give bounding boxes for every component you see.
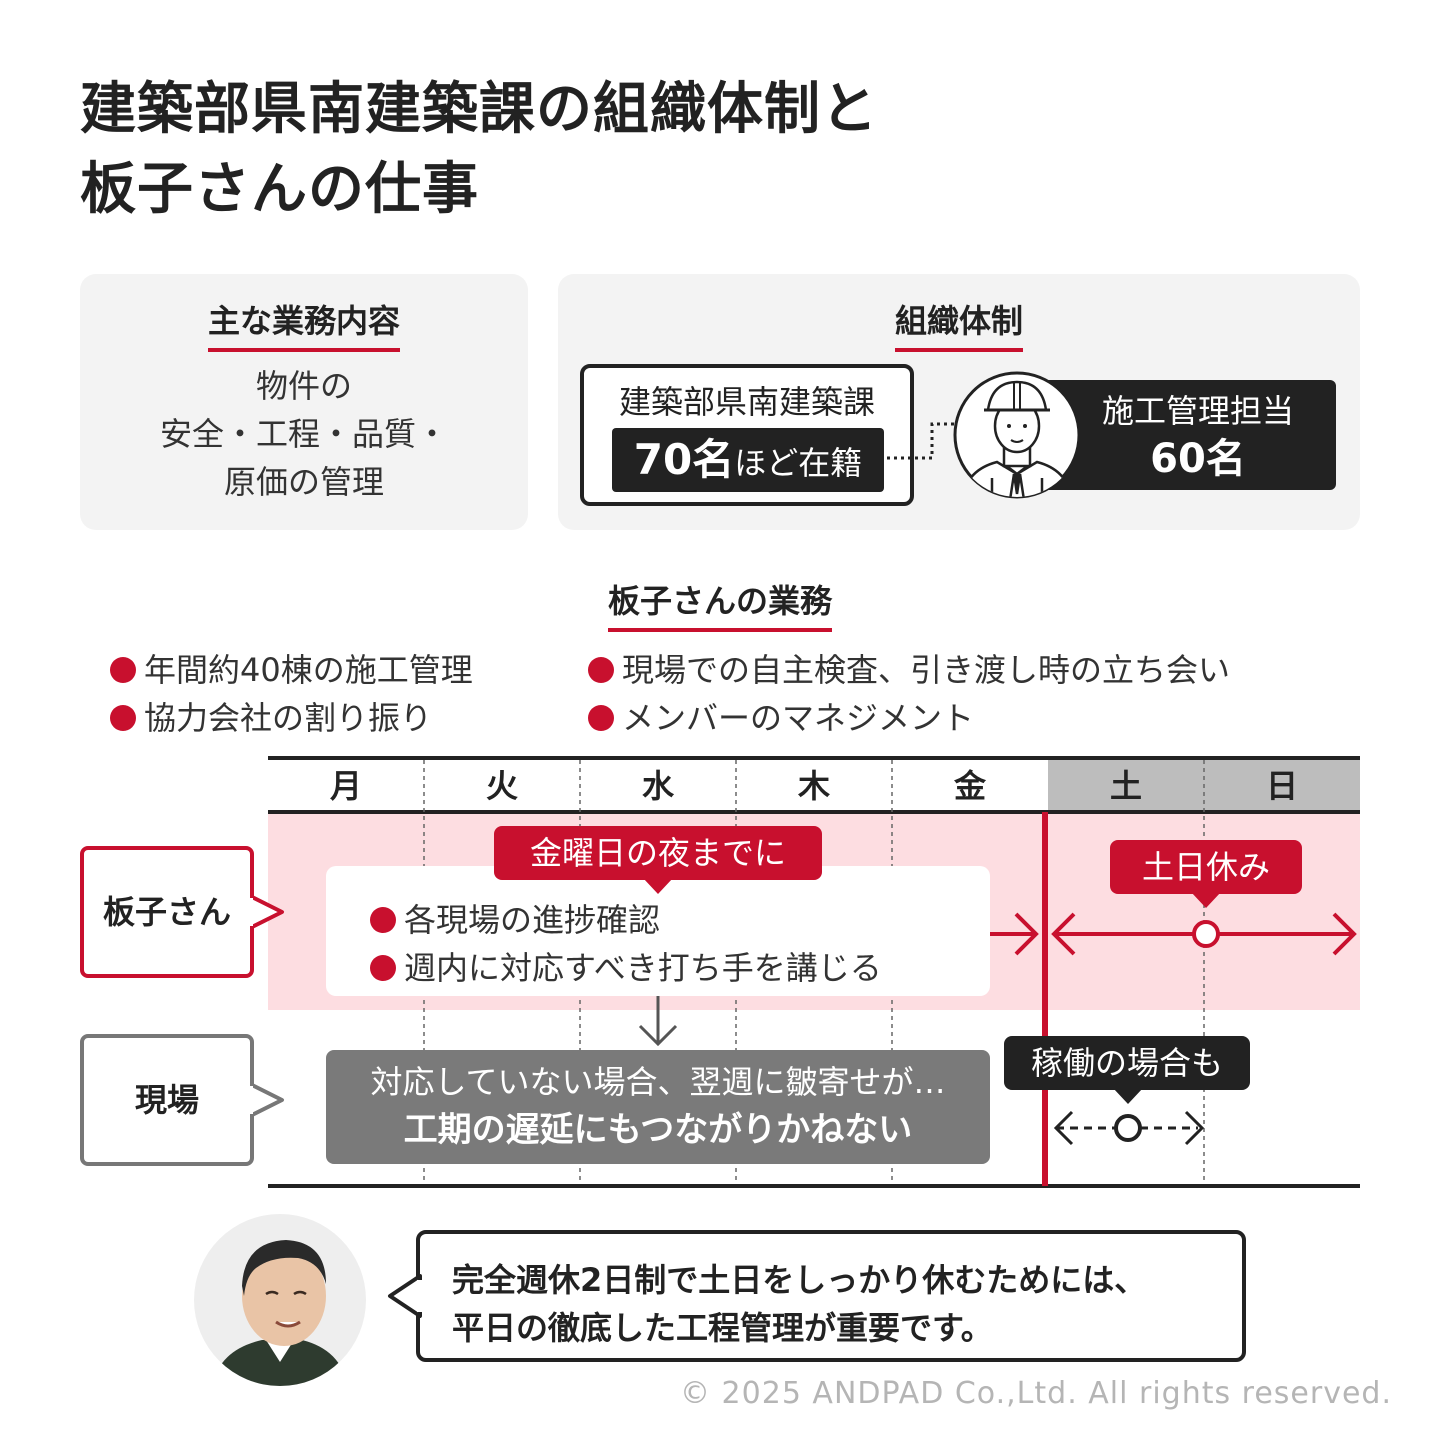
quote-line-2: 平日の徹底した工程管理が重要です。 <box>452 1309 993 1347</box>
quote-bubble-pointer <box>388 1274 423 1318</box>
row-label-site: 現場 <box>80 1034 254 1166</box>
deadline-tag-pointer <box>643 878 673 894</box>
row-label-itako: 板子さん <box>80 846 254 978</box>
copyright-text: © 2025 ANDPAD Co.,Ltd. All rights reserv… <box>680 1376 1392 1411</box>
duties-line-1: 物件の <box>255 367 352 405</box>
page-title: 建築部県南建築課の組織体制と 板子さんの仕事 <box>80 70 878 230</box>
row-label-site-text: 現場 <box>134 1081 199 1119</box>
task-text: 協力会社の割り振り <box>144 699 433 737</box>
weekday-task-text: 週内に対応すべき打ち手を講じる <box>404 949 882 987</box>
site-warning-line-2: 工期の遅延にもつながりかねない <box>403 1110 913 1150</box>
day-label-sat: 土 <box>1109 767 1142 805</box>
bullet-dot <box>370 907 396 933</box>
row-pointer-site <box>250 1082 284 1118</box>
task-text: 現場での自主検査、引き渡し時の立ち会い <box>622 651 1231 689</box>
site-weekend-tag-pointer <box>1113 1088 1143 1104</box>
staff-count: 60名 <box>1150 436 1246 482</box>
members-count: 70名 <box>633 435 735 484</box>
bullet-dot <box>588 705 614 731</box>
task-item: メンバーのマネジメント <box>588 694 974 742</box>
bullet-dot <box>588 657 614 683</box>
day-label-wed: 水 <box>641 767 674 805</box>
page-title-line-2: 板子さんの仕事 <box>80 157 479 222</box>
page-title-line-1: 建築部県南建築課の組織体制と <box>80 77 878 142</box>
person-photo-avatar <box>192 1212 368 1388</box>
duties-heading-text: 主な業務内容 <box>207 296 400 352</box>
day-label-fri: 金 <box>953 767 986 805</box>
section-box: 建築部県南建築課 70名ほど在籍 <box>580 364 914 506</box>
weekend-off-tag: 土日休み <box>1110 840 1302 894</box>
task-text: メンバーのマネジメント <box>622 699 975 737</box>
bullet-dot <box>370 955 396 981</box>
organization-heading: 組織体制 <box>558 296 1360 352</box>
quote-line-1: 完全週休2日制で土日をしっかり休むためには、 <box>452 1261 1147 1299</box>
tasks-heading: 板子さんの業務 <box>560 576 880 632</box>
org-connector <box>880 422 958 460</box>
weekday-task-item: 各現場の進捗確認 <box>370 896 990 944</box>
duties-text: 物件の 安全・工程・品質・ 原価の管理 <box>80 362 528 506</box>
day-label-mon: 月 <box>329 767 362 805</box>
task-item: 現場での自主検査、引き渡し時の立ち会い <box>588 646 1230 694</box>
site-weekend-tag: 稼働の場合も <box>1004 1036 1250 1090</box>
bullet-dot <box>110 657 136 683</box>
duties-line-2: 安全・工程・品質・ <box>159 415 448 453</box>
construction-worker-icon <box>952 370 1082 500</box>
quote-bubble: 完全週休2日制で土日をしっかり休むためには、 平日の徹底した工程管理が重要です。 <box>416 1230 1246 1362</box>
staff-role: 施工管理担当 <box>1101 392 1294 430</box>
members-suffix: ほど在籍 <box>734 444 863 482</box>
task-item: 協力会社の割り振り <box>110 694 432 742</box>
duties-panel: 主な業務内容 物件の 安全・工程・品質・ 原価の管理 <box>80 274 528 530</box>
duties-heading: 主な業務内容 <box>80 296 528 352</box>
day-label-tue: 火 <box>485 767 518 805</box>
members-tag: 70名ほど在籍 <box>612 428 884 492</box>
weekday-task-text: 各現場の進捗確認 <box>404 901 661 939</box>
bullet-dot <box>110 705 136 731</box>
day-label-thu: 木 <box>797 767 830 805</box>
site-warning-line-1: 対応していない場合、翌週に皺寄せが… <box>370 1063 946 1101</box>
row-pointer-itako <box>250 894 284 930</box>
task-text: 年間約40棟の施工管理 <box>144 651 473 689</box>
tasks-heading-text: 板子さんの業務 <box>607 576 832 632</box>
weekday-task-item: 週内に対応すべき打ち手を講じる <box>370 944 990 992</box>
task-item: 年間約40棟の施工管理 <box>110 646 473 694</box>
organization-heading-text: 組織体制 <box>894 296 1023 352</box>
duties-line-3: 原価の管理 <box>223 463 384 501</box>
day-label-sun: 日 <box>1265 767 1298 805</box>
site-warning-box: 対応していない場合、翌週に皺寄せが… 工期の遅延にもつながりかねない <box>326 1050 990 1164</box>
section-name: 建築部県南建築課 <box>618 383 875 421</box>
row-label-itako-text: 板子さん <box>102 893 231 931</box>
deadline-tag: 金曜日の夜までに <box>494 826 822 880</box>
weekend-tag-pointer <box>1191 892 1221 908</box>
